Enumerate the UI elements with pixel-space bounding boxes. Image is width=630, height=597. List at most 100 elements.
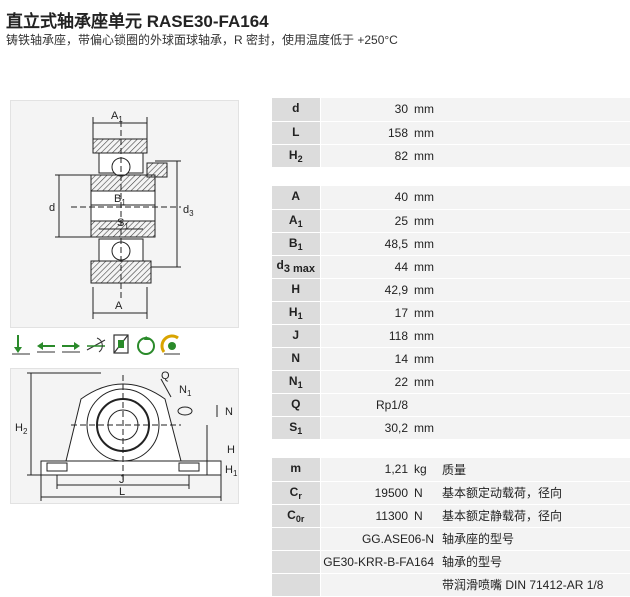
dim-value: 22 [320,370,412,394]
front-view-drawing-panel: Q N1 N H2 H H1 J L [10,368,239,504]
label-n1: N1 [179,384,192,398]
prop-value: GG.ASE06-N [320,527,438,551]
dim-value: 48,5 [320,232,412,256]
prop-value: 11300 [320,504,412,528]
label-s1: S1 [117,217,129,231]
dim-unit: mm [412,255,438,279]
dim-unit: mm [412,209,438,233]
prop-key: C0r [272,504,321,528]
prop-value: 19500 [320,481,412,505]
dim-value: 30 [320,98,412,122]
dim-desc [438,370,630,394]
dim-key: N1 [272,370,321,394]
temperature-icon [160,334,180,355]
dim-desc [438,393,630,417]
dim-unit [412,393,438,417]
dim-desc [438,186,630,210]
speed-icon [137,336,155,355]
dim-value: Rp1/8 [320,393,412,417]
page-subtitle: 铸铁轴承座，带偏心锁圈的外球面球轴承，R 密封，使用温度低于 +250°C [6,33,398,47]
dim-key: A1 [272,209,321,233]
table-row: 带润滑喷嘴 DIN 71412-AR 1/8 [272,573,630,597]
dim-key: H [272,278,321,302]
dim-unit: mm [412,324,438,348]
housing-front-drawing: Q N1 N H2 H H1 J L [15,370,238,501]
section-drawing-panel: A1 B1 S1 d d3 A [10,100,239,328]
prop-desc: 质量 [438,458,630,482]
dim-desc [438,232,630,256]
dim-desc [438,209,630,233]
dim-key: d3 max [272,255,321,279]
dim-unit: mm [412,232,438,256]
table-row: d 30 mm [272,98,630,122]
main-dimensions-table: d 30 mm L 158 mm H2 82 mm [272,98,630,168]
dim-unit: mm [412,186,438,210]
dim-value: 82 [320,144,412,168]
prop-key [272,573,321,597]
prop-desc: 基本额定动载荷，径向 [438,481,630,505]
dim-desc [438,121,630,145]
dim-unit: mm [412,416,438,440]
dim-unit: mm [412,98,438,122]
dim-key: N [272,347,321,371]
dim-value: 42,9 [320,278,412,302]
prop-desc: 带润滑喷嘴 DIN 71412-AR 1/8 [438,573,630,597]
dim-value: 40 [320,186,412,210]
dim-key: Q [272,393,321,417]
dim-value: 14 [320,347,412,371]
dim-unit: mm [412,370,438,394]
page-title: 直立式轴承座单元 RASE30-FA164 [6,12,269,31]
dim-value: 25 [320,209,412,233]
prop-desc: 基本额定静载荷，径向 [438,504,630,528]
dim-unit: mm [412,121,438,145]
dim-desc [438,255,630,279]
dim-key: A [272,186,321,210]
dim-value: 17 [320,301,412,325]
prop-desc: 轴承的型号 [438,550,630,574]
dim-desc [438,416,630,440]
axial-load-left-icon [37,342,55,353]
dim-key: B1 [272,232,321,256]
label-l: L [119,486,125,498]
dim-desc [438,278,630,302]
prop-key: m [272,458,321,482]
dim-desc [438,301,630,325]
prop-desc: 轴承座的型号 [438,527,630,551]
label-d: d [49,202,55,214]
label-a1: A1 [111,110,123,124]
label-a: A [115,300,123,312]
label-n: N [225,406,233,418]
dim-desc [438,347,630,371]
dim-value: 30,2 [320,416,412,440]
prop-key [272,527,321,551]
label-q: Q [161,370,170,382]
label-h1: H1 [225,464,238,478]
label-b1: B1 [114,193,126,207]
dim-key: S1 [272,416,321,440]
dim-value: 44 [320,255,412,279]
prop-unit: kg [412,458,438,482]
prop-value: GE30-KRR-B-FA164 [320,550,438,574]
dim-desc [438,144,630,168]
seal-icon [113,334,129,354]
table-row: H2 82 mm [272,144,630,168]
dim-value: 158 [320,121,412,145]
dim-key: H1 [272,301,321,325]
label-d3: d3 [183,204,194,218]
dim-key: d [272,98,321,122]
symbol-bar [10,332,182,358]
table-row: L 158 mm [272,121,630,145]
dim-unit: mm [412,278,438,302]
